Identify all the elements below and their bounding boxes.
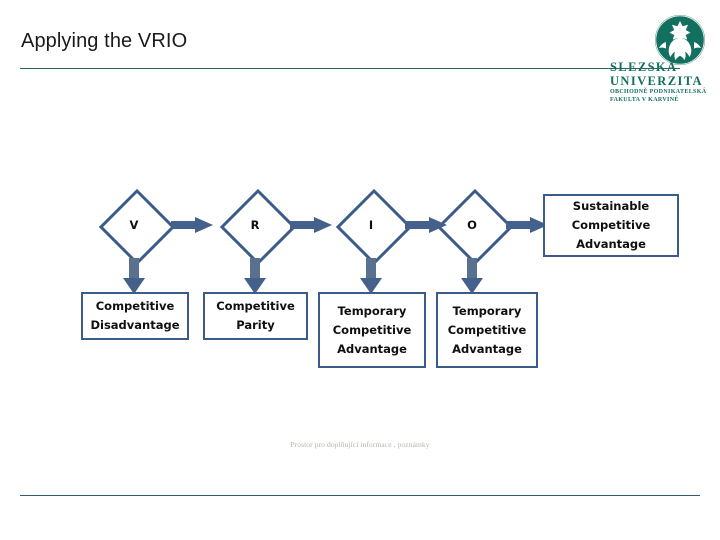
logo-name-line1: SLEZSKÁ [610, 60, 678, 74]
arrow-head [244, 278, 266, 294]
arrow-right-r-to-i [290, 217, 332, 233]
arrow-shaft [129, 258, 139, 280]
outcome-box-competitive-disadvantage: Competitive Disadvantage [81, 292, 189, 340]
outcome-line: Competitive [216, 299, 295, 313]
outcome-box-temporary-competitive-advantage-i: Temporary Competitive Advantage [318, 292, 426, 368]
arrow-head [360, 278, 382, 294]
outcome-line: Parity [236, 318, 275, 332]
header-divider [20, 68, 680, 69]
arrow-head [195, 217, 213, 233]
outcome-line: Sustainable [572, 199, 650, 213]
logo-name-line2: UNIVERZITA [610, 74, 703, 88]
outcome-line: Competitive [95, 299, 175, 313]
arrow-right-v-to-r [171, 217, 213, 233]
eagle-emblem-icon [655, 15, 705, 65]
arrow-shaft [467, 258, 477, 280]
arrow-down-r [244, 258, 266, 294]
outcome-box-temporary-competitive-advantage-o: Temporary Competitive Advantage [436, 292, 538, 368]
outcome-line: Disadvantage [90, 318, 180, 332]
arrow-right-i-to-o [405, 217, 447, 233]
diamond-label-r: R [250, 218, 260, 232]
arrow-shaft [171, 221, 197, 229]
arrow-right-o-to-sustainable [506, 217, 548, 233]
page-title: Applying the VRIO [21, 30, 188, 52]
arrow-down-o [461, 258, 483, 294]
outcome-line: Competitive [447, 322, 527, 337]
logo-faculty-line1: OBCHODNĚ PODNIKATELSKÁ [610, 89, 707, 95]
arrow-shaft [366, 258, 376, 280]
arrow-head [461, 278, 483, 294]
outcome-line: Advantage [337, 341, 407, 356]
outcome-line: Temporary [452, 303, 522, 318]
outcome-box-competitive-parity: Competitive Parity [203, 292, 308, 340]
arrow-shaft [290, 221, 316, 229]
arrow-head [314, 217, 332, 233]
arrow-shaft [405, 221, 431, 229]
logo-wordmark: SLEZSKÁ UNIVERZITA OBCHODNĚ PODNIKATELSK… [610, 60, 712, 104]
outcome-line: Competitive [571, 218, 651, 232]
arrow-down-i [360, 258, 382, 294]
arrow-shaft [250, 258, 260, 280]
university-logo: SLEZSKÁ UNIVERZITA OBCHODNĚ PODNIKATELSK… [608, 14, 712, 104]
outcome-line: Temporary [337, 303, 407, 318]
logo-faculty-line2: FAKULTA V KARVINÉ [610, 97, 679, 103]
arrow-shaft [506, 221, 532, 229]
arrow-head [123, 278, 145, 294]
footer-divider [20, 495, 700, 496]
outcome-line: Advantage [576, 237, 646, 251]
diamond-label-o: O [467, 218, 477, 232]
arrow-head [429, 217, 447, 233]
outcome-box-sustainable-competitive-advantage: Sustainable Competitive Advantage [543, 194, 679, 257]
diamond-label-v: V [129, 218, 139, 232]
diamond-label-i: I [368, 218, 374, 232]
outcome-line: Advantage [452, 341, 522, 356]
placeholder-note: Prostor pro doplňující informace , pozná… [290, 440, 430, 449]
outcome-line: Competitive [332, 322, 412, 337]
arrow-down-v [123, 258, 145, 294]
